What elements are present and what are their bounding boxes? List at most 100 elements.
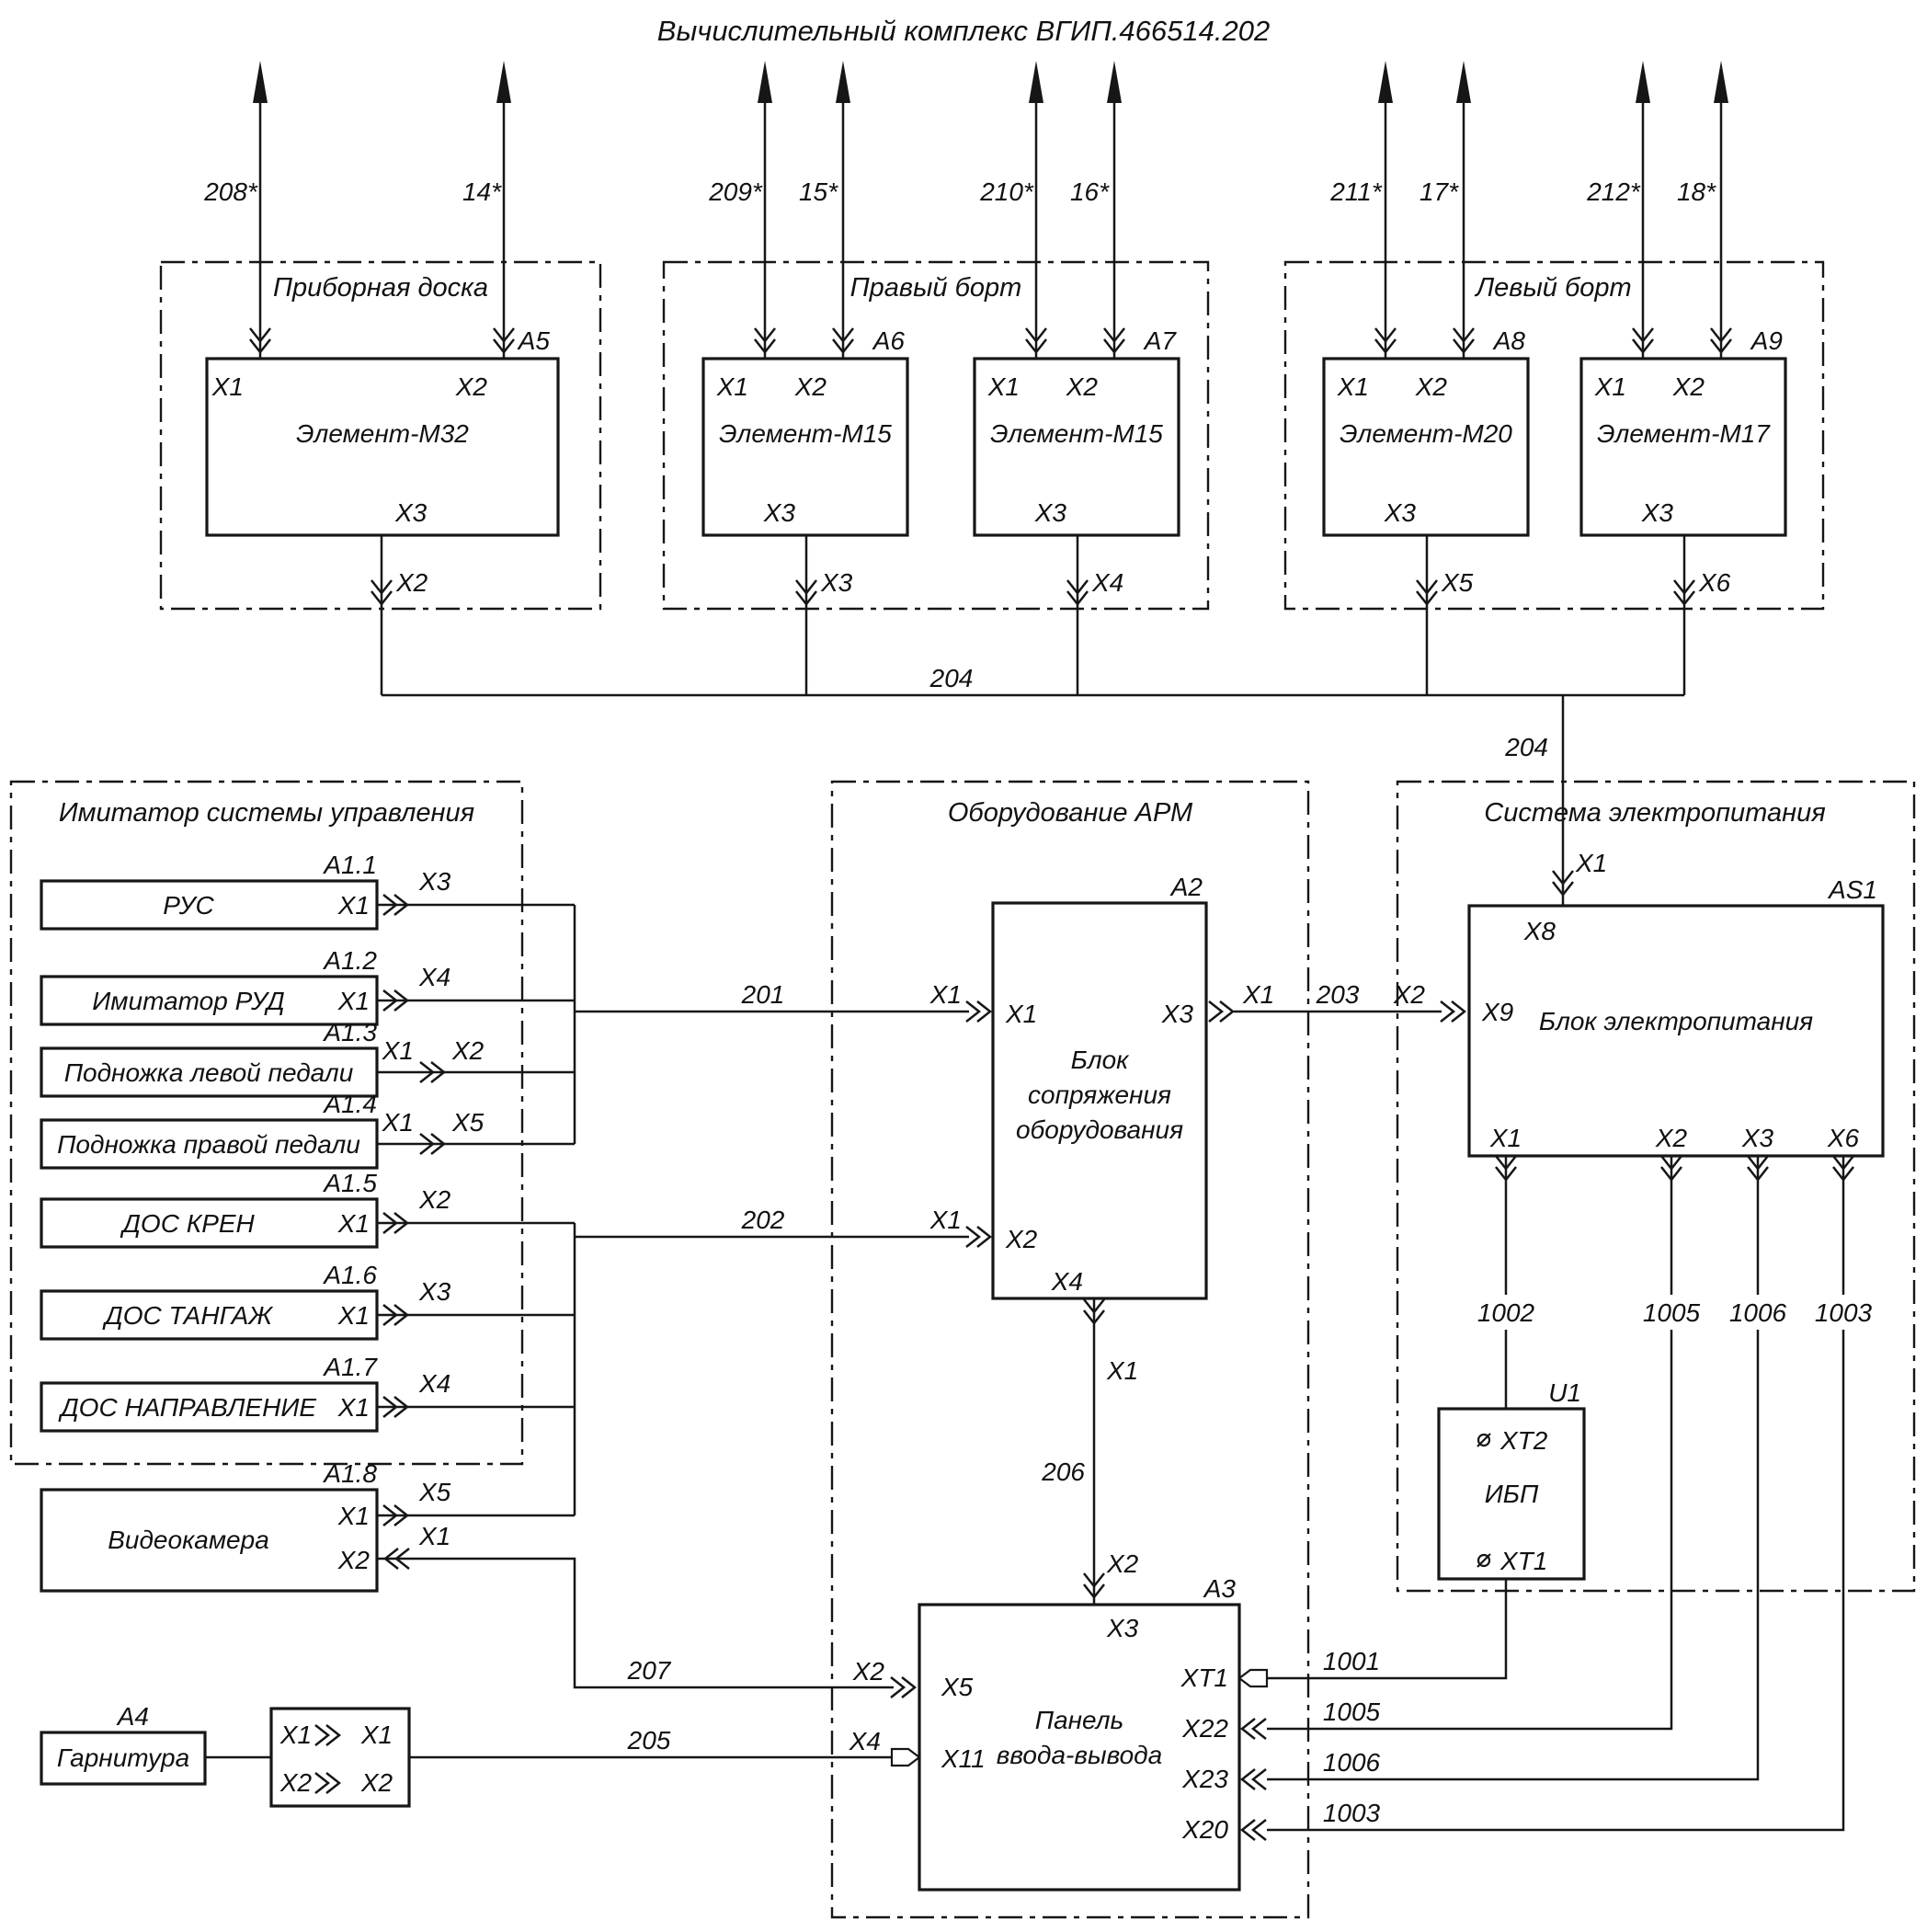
a5-pin-x1: X1 bbox=[211, 372, 244, 401]
a3-name-line2: ввода-вывода bbox=[997, 1741, 1162, 1769]
a9-pin-x1: X1 bbox=[1594, 372, 1626, 401]
a5-wire1-label: 208* bbox=[203, 177, 258, 206]
as1-box bbox=[1467, 904, 1885, 1158]
cable-1005-label-as1: 1005 bbox=[1643, 1298, 1701, 1327]
headset-ref: A4 bbox=[116, 1702, 149, 1731]
a8-border-pin: X5 bbox=[1441, 568, 1474, 597]
cable-206-a3-pin: X2 bbox=[1106, 1549, 1139, 1578]
u1-xt2-terminal-slash-icon bbox=[1477, 1433, 1491, 1447]
a1-6-box bbox=[40, 1289, 379, 1341]
a1-4-ref: A1.4 bbox=[322, 1090, 377, 1118]
a1-7-pin: X1 bbox=[337, 1393, 370, 1422]
a8-pin-x1: X1 bbox=[1337, 372, 1369, 401]
cable-1003-label-as1: 1003 bbox=[1815, 1298, 1873, 1327]
a3-x20-connector-icon bbox=[1240, 1818, 1268, 1842]
a6-border-pin: X3 bbox=[820, 568, 853, 597]
a1-6-cable-pin: X3 bbox=[418, 1277, 451, 1306]
a5-arrow-up-icon-1 bbox=[253, 61, 268, 103]
a6-wire2-label: 15* bbox=[799, 177, 838, 206]
a6-pin-x2: X2 bbox=[794, 372, 827, 401]
cable-204-as1-pin: X1 bbox=[1575, 849, 1607, 877]
camera-ref: A1.8 bbox=[322, 1459, 377, 1488]
a3-pin-x23: X23 bbox=[1181, 1765, 1228, 1793]
a7-ref: A7 bbox=[1143, 326, 1178, 355]
cable-1001-label: 1001 bbox=[1323, 1647, 1380, 1675]
u1-box bbox=[1437, 1407, 1586, 1581]
a1-5-cable-pin: X2 bbox=[418, 1185, 451, 1214]
a1-1-cable-pin: X3 bbox=[418, 867, 451, 896]
as1-pin-x6: X6 bbox=[1827, 1124, 1860, 1152]
a2-box bbox=[991, 901, 1208, 1300]
camera-pin-x2: X2 bbox=[337, 1546, 371, 1574]
a3-name-line1: Панель bbox=[1035, 1706, 1123, 1734]
a3-ref: A3 bbox=[1203, 1574, 1237, 1603]
a2-pin-x3: X3 bbox=[1161, 1000, 1194, 1028]
a8-arrow-up-icon-1 bbox=[1378, 61, 1393, 103]
a1-4-pin: X1 bbox=[382, 1108, 414, 1137]
a2-name-line2: сопряжения bbox=[1028, 1080, 1171, 1109]
a6-wire1-label: 209* bbox=[708, 177, 763, 206]
a6-pin-x1: X1 bbox=[716, 372, 748, 401]
u1-pin-xt2: XT2 bbox=[1499, 1426, 1548, 1455]
a7-wire2-label: 16* bbox=[1070, 177, 1110, 206]
group-right-board-frame bbox=[662, 260, 1210, 611]
as1-pin-x2: X2 bbox=[1655, 1124, 1688, 1152]
headset-name: Гарнитура bbox=[57, 1743, 189, 1772]
a1-3-cable-pin: X2 bbox=[451, 1036, 485, 1065]
a1-1-pin: X1 bbox=[337, 891, 370, 920]
a7-border-pin: X4 bbox=[1091, 568, 1123, 597]
a9-border-pin: X6 bbox=[1698, 568, 1731, 597]
camera-name: Видеокамера bbox=[108, 1526, 269, 1554]
cable-1005-wire-b bbox=[1267, 1330, 1673, 1731]
cable-206-a2-pin: X1 bbox=[1106, 1356, 1138, 1385]
cable-201-a2-pin: X1 bbox=[929, 980, 962, 1009]
a1-2-cable-pin: X4 bbox=[418, 963, 450, 991]
a8-pin-x3: X3 bbox=[1384, 498, 1417, 527]
a1-3-pin: X1 bbox=[382, 1036, 414, 1065]
a3-pin-x20: X20 bbox=[1181, 1815, 1228, 1844]
a6-arrow-up-icon-2 bbox=[836, 61, 850, 103]
as1-x9-connector-icon bbox=[1439, 1000, 1466, 1023]
a1-6-ref: A1.6 bbox=[322, 1261, 377, 1289]
a9-pin-x3: X3 bbox=[1641, 498, 1674, 527]
a7-wire1-label: 210* bbox=[979, 177, 1034, 206]
a8-wire2-label: 17* bbox=[1420, 177, 1459, 206]
cable-206-label: 206 bbox=[1041, 1458, 1085, 1486]
as1-pin-x9: X9 bbox=[1481, 998, 1513, 1026]
u1-xt1-terminal-icon bbox=[1477, 1553, 1491, 1568]
cable-204-drop-label: 204 bbox=[1504, 733, 1548, 761]
a7-pin-x1: X1 bbox=[987, 372, 1020, 401]
a9-arrow-up-icon-2 bbox=[1714, 61, 1728, 103]
a3-pin-x11: X11 bbox=[941, 1744, 986, 1773]
a6-pin-x3: X3 bbox=[763, 498, 796, 527]
a3-pin-x22: X22 bbox=[1181, 1714, 1228, 1743]
a8-wire1-label: 211* bbox=[1329, 177, 1383, 206]
adapter-pin-right2: X2 bbox=[360, 1768, 393, 1797]
a1-1-name: РУС bbox=[163, 891, 214, 920]
a8-box bbox=[1322, 357, 1530, 537]
a8-pin-x2: X2 bbox=[1415, 372, 1448, 401]
a2-name-line1: Блок bbox=[1071, 1046, 1131, 1074]
a3-x5-connector-icon bbox=[889, 1675, 917, 1699]
a5-name: Элемент-М32 bbox=[296, 419, 469, 448]
a1-5-ref: A1.5 bbox=[322, 1169, 377, 1197]
adapter-pin-left2: X2 bbox=[279, 1768, 313, 1797]
group-left-board-label: Левый борт bbox=[1474, 273, 1631, 303]
a2-pin-x4: X4 bbox=[1051, 1267, 1083, 1296]
a1-2-box bbox=[40, 975, 379, 1026]
a3-pin-xt1: XT1 bbox=[1180, 1663, 1228, 1692]
cable-1006-label-a3: 1006 bbox=[1323, 1748, 1381, 1777]
a1-2-ref: A1.2 bbox=[322, 946, 377, 975]
a6-ref: A6 bbox=[872, 326, 906, 355]
a7-pin-x3: X3 bbox=[1034, 498, 1067, 527]
as1-name: Блок электропитания bbox=[1539, 1007, 1813, 1035]
a3-x11-connector-icon bbox=[890, 1747, 921, 1767]
as1-pin-x1: X1 bbox=[1489, 1124, 1522, 1152]
group-power-label: Система электропитания bbox=[1484, 798, 1825, 828]
a1-3-ref: A1.3 bbox=[322, 1018, 377, 1046]
a1-4-cable-pin: X5 bbox=[451, 1108, 485, 1137]
a1-1-box bbox=[40, 879, 379, 931]
cable-1001-wire bbox=[1267, 1579, 1508, 1680]
cable-203-as1-pin: X2 bbox=[1393, 980, 1426, 1009]
